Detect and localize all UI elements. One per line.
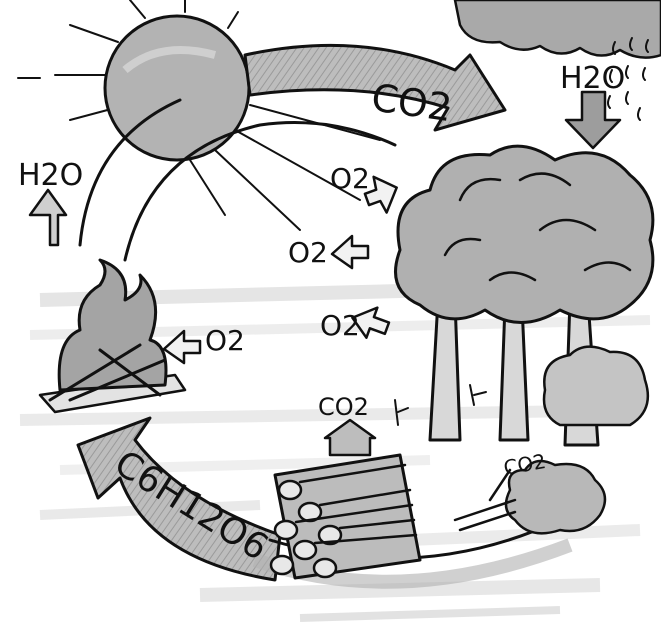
h2o-down-arrow bbox=[566, 92, 620, 148]
label-h2o-left: H2O bbox=[18, 158, 83, 193]
log-pile bbox=[271, 455, 420, 578]
sun bbox=[18, 0, 380, 230]
label-h2o-rain: H2O bbox=[560, 61, 625, 96]
bush bbox=[544, 347, 648, 425]
label-o2-upper: O2 bbox=[330, 162, 370, 195]
h2o-up-arrow bbox=[30, 190, 66, 245]
label-o2-fire: O2 bbox=[205, 324, 245, 357]
label-o2-lower: O2 bbox=[320, 309, 360, 342]
label-co2-house: CO2 bbox=[318, 393, 369, 421]
label-o2-middle: O2 bbox=[288, 236, 328, 269]
